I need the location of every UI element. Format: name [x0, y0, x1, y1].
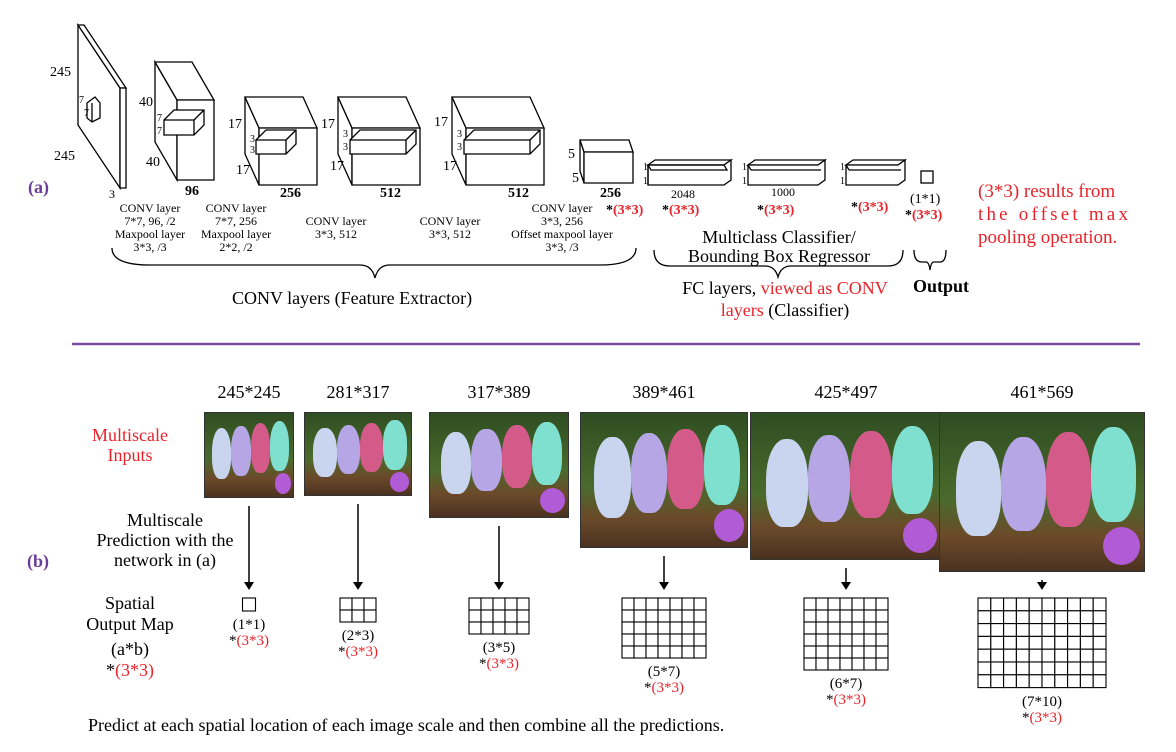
output-map-cell [1042, 611, 1055, 624]
output-map-cell [1080, 598, 1093, 611]
output-map-cell [1093, 675, 1106, 688]
output-map-cell [1029, 649, 1042, 662]
output-map-cell [1080, 675, 1093, 688]
output-map-cell [1016, 675, 1029, 688]
output-map-cell [1016, 611, 1029, 624]
output-map-cell [978, 662, 991, 675]
output-map-cell [1055, 624, 1068, 637]
offset-mark: *(3*3) [992, 710, 1092, 726]
bottom-caption: Predict at each spatial location of each… [88, 716, 724, 734]
output-map-cell [1068, 611, 1081, 624]
output-map-cell [1093, 611, 1106, 624]
output-map-cell [991, 624, 1004, 637]
output-map-cell [1055, 611, 1068, 624]
output-map-cell [978, 611, 991, 624]
output-map-cell [1004, 636, 1017, 649]
output-map-cell [1093, 636, 1106, 649]
output-map-cell [1004, 649, 1017, 662]
output-map-size: (7*10)*(3*3) [992, 694, 1092, 726]
output-map-cell [1029, 598, 1042, 611]
output-map-cell [1055, 598, 1068, 611]
output-map-cell [1093, 624, 1106, 637]
output-map-cell [1080, 662, 1093, 675]
output-map-cell [1016, 636, 1029, 649]
output-map-cell [1055, 636, 1068, 649]
output-map-cell [1042, 662, 1055, 675]
output-map-cell [1055, 649, 1068, 662]
output-map-cell [1093, 649, 1106, 662]
output-map-cell [1055, 675, 1068, 688]
output-map-cell [1004, 598, 1017, 611]
output-map-cell [1042, 675, 1055, 688]
output-map-cell [1068, 636, 1081, 649]
output-map-cell [991, 598, 1004, 611]
output-map-cell [1004, 662, 1017, 675]
output-map-cell [1016, 649, 1029, 662]
output-map-cell [991, 636, 1004, 649]
output-map-cell [1093, 598, 1106, 611]
output-map-cell [1042, 636, 1055, 649]
output-map-cell [1080, 636, 1093, 649]
output-map-cell [1068, 649, 1081, 662]
output-map-cell [991, 675, 1004, 688]
output-map-cell [1042, 598, 1055, 611]
output-map-cell [1029, 675, 1042, 688]
output-map-cell [1042, 649, 1055, 662]
output-map-cell [1029, 636, 1042, 649]
output-map-cell [1004, 611, 1017, 624]
output-map-cell [1029, 662, 1042, 675]
output-map-cell [1004, 675, 1017, 688]
output-map-cell [1029, 624, 1042, 637]
output-map-cell [991, 649, 1004, 662]
output-map-cell [1068, 675, 1081, 688]
output-map-cell [978, 675, 991, 688]
arrow-head [1037, 582, 1047, 590]
output-map-cell [978, 649, 991, 662]
output-map-cell [978, 624, 991, 637]
output-map-cell [991, 611, 1004, 624]
output-map-cell [1055, 662, 1068, 675]
output-map-cell [1016, 598, 1029, 611]
output-map-cell [1004, 624, 1017, 637]
map-size-text: (7*10) [992, 694, 1092, 710]
output-map-cell [1093, 662, 1106, 675]
output-map-cell [1016, 624, 1029, 637]
output-map-cell [1080, 611, 1093, 624]
output-map-cell [1080, 649, 1093, 662]
output-map-cell [1029, 611, 1042, 624]
output-map-cell [978, 636, 991, 649]
output-map-cell [978, 598, 991, 611]
output-map-cell [1068, 662, 1081, 675]
output-map-cell [1042, 624, 1055, 637]
output-map-cell [1016, 662, 1029, 675]
output-map-cell [1068, 598, 1081, 611]
output-map-cell [1080, 624, 1093, 637]
output-map-cell [1068, 624, 1081, 637]
output-map-cell [991, 662, 1004, 675]
